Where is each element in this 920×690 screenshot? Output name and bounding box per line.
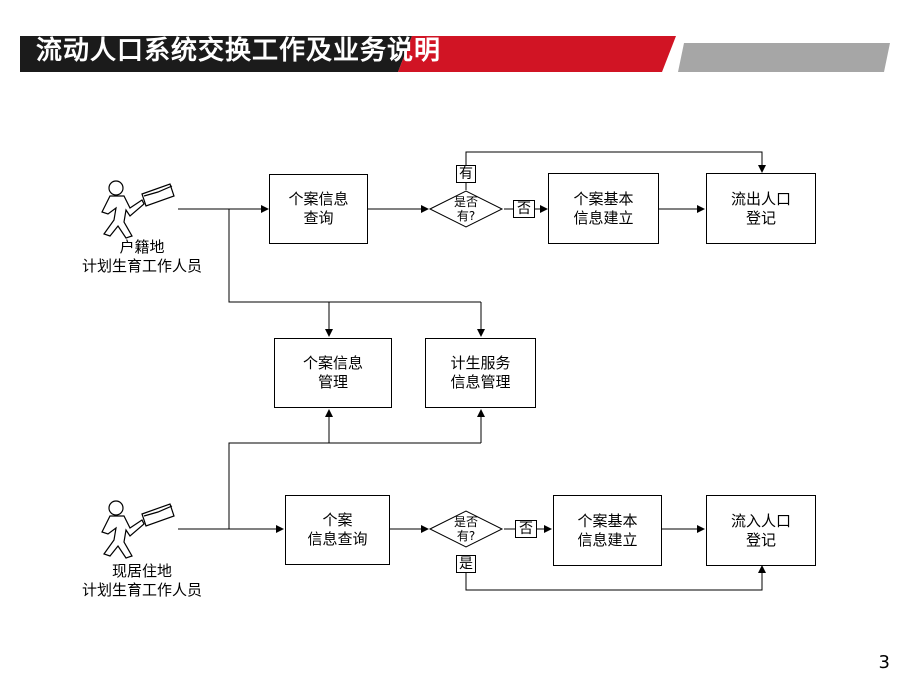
actor-label-residence: 现居住地 计划生育工作人员 [81,562,202,599]
node-case-management[interactable]: 个案信息 管理 [274,338,392,408]
label-top-yes: 有 [456,165,476,183]
title-bar [20,36,890,72]
title-bar-dark-segment [20,36,412,72]
title-bar-gray-segment [678,43,890,72]
node-bottom-query[interactable]: 个案 信息查询 [285,495,390,565]
node-service-management[interactable]: 计生服务 信息管理 [425,338,536,408]
node-bottom-result[interactable]: 流入人口 登记 [706,495,816,566]
person-icon-bottom [101,500,175,559]
page-title: 流动人口系统交换工作及业务说明 [36,36,442,66]
label-bottom-yes: 是 [456,555,476,573]
decision-diamond-bottom [428,510,504,548]
page-number: 3 [878,652,890,673]
node-bottom-create[interactable]: 个案基本 信息建立 [553,495,662,566]
label-top-no: 否 [513,200,535,218]
title-bar-red-segment [398,36,676,72]
edge-bottom-yes-to-result [465,565,766,591]
edge-top-branch [228,209,481,303]
person-icon-top [101,180,175,239]
actor-label-hukou: 户籍地 计划生育工作人员 [81,238,202,275]
decision-top-text: 是否 有? [453,195,478,223]
decision-bottom-text: 是否 有? [453,515,478,543]
node-top-create[interactable]: 个案基本 信息建立 [548,173,659,244]
label-bottom-no: 否 [515,520,537,538]
node-top-query[interactable]: 个案信息 查询 [269,174,368,244]
decision-diamond-top [428,190,504,228]
edge-bottom-branch [228,442,481,529]
node-top-result[interactable]: 流出人口 登记 [706,173,816,244]
